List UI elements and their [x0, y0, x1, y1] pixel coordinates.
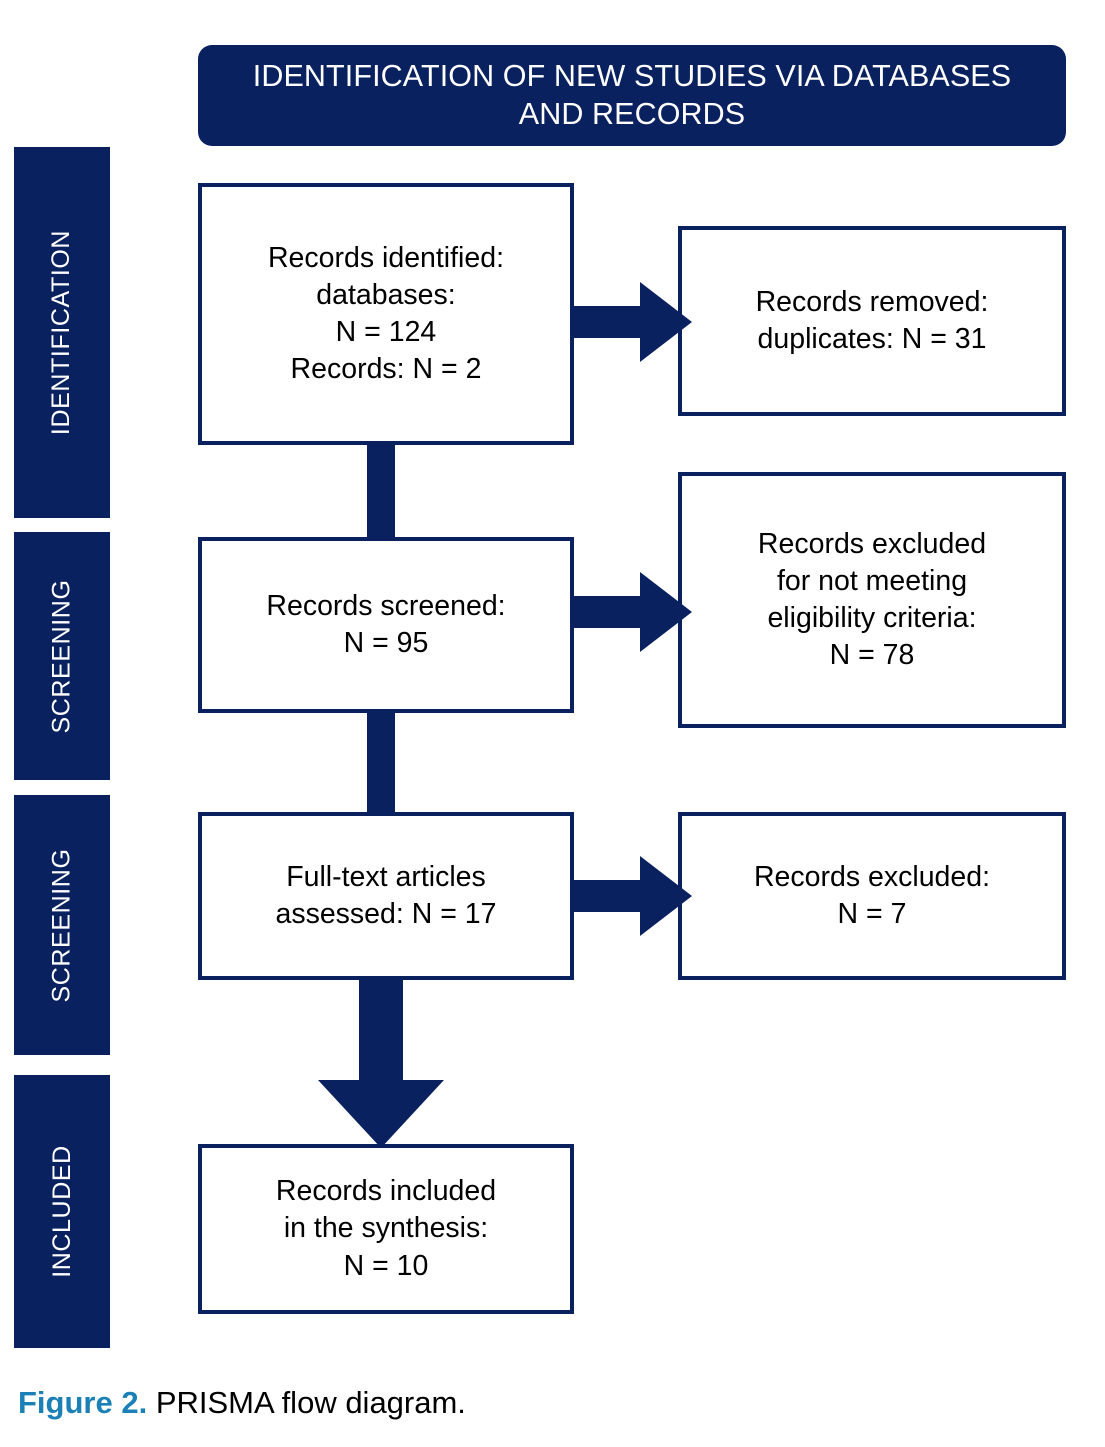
stage-label-identification: IDENTIFICATION: [47, 229, 76, 436]
stage-label-screening-1: SCREENING: [47, 578, 76, 734]
stage-label-screening-2: SCREENING: [47, 847, 76, 1003]
flow-box-records-excluded-eligibility-text: Records excluded for not meeting eligibi…: [757, 527, 987, 672]
flow-box-records-excluded: Records excluded: N = 7: [678, 812, 1066, 980]
arrow-down-to-included-icon: [318, 976, 444, 1148]
figure-caption: Figure 2. PRISMA flow diagram.: [18, 1384, 466, 1423]
diagram-header-banner: IDENTIFICATION OF NEW STUDIES VIA DATABA…: [198, 45, 1066, 146]
figure-caption-text: PRISMA flow diagram.: [147, 1385, 466, 1420]
flow-box-records-removed-duplicates-text: Records removed: duplicates: N = 31: [755, 285, 989, 355]
flow-box-records-included-text: Records included in the synthesis: N = 1…: [275, 1175, 497, 1282]
flow-box-fulltext-assessed-text: Full-text articles assessed: N = 17: [275, 860, 497, 930]
connector-identified-to-screened: [367, 441, 395, 541]
figure-caption-label: Figure 2.: [18, 1385, 148, 1420]
stage-bar-identification: IDENTIFICATION: [14, 147, 110, 518]
stage-bar-screening-1: SCREENING: [14, 532, 110, 780]
connector-screened-to-fulltext: [367, 709, 395, 816]
flow-box-records-identified: Records identified: databases: N = 124 R…: [198, 183, 574, 445]
flow-box-fulltext-assessed: Full-text articles assessed: N = 17: [198, 812, 574, 980]
stage-label-included: INCLUDED: [47, 1145, 76, 1278]
stage-bar-included: INCLUDED: [14, 1075, 110, 1348]
stage-bar-screening-2: SCREENING: [14, 795, 110, 1055]
flow-box-records-identified-text: Records identified: databases: N = 124 R…: [267, 241, 505, 386]
diagram-title: IDENTIFICATION OF NEW STUDIES VIA DATABA…: [252, 59, 1012, 131]
flow-box-records-excluded-text: Records excluded: N = 7: [753, 860, 991, 930]
flow-box-records-included: Records included in the synthesis: N = 1…: [198, 1144, 574, 1314]
flow-box-records-screened-text: Records screened: N = 95: [266, 589, 506, 659]
arrow-right-to-excluded-eligibility-icon: [570, 572, 692, 652]
flow-box-records-screened: Records screened: N = 95: [198, 537, 574, 713]
flow-box-records-removed-duplicates: Records removed: duplicates: N = 31: [678, 226, 1066, 416]
arrow-right-to-excluded-icon: [570, 856, 692, 936]
arrow-right-to-duplicates-icon: [570, 282, 692, 362]
flow-box-records-excluded-eligibility: Records excluded for not meeting eligibi…: [678, 472, 1066, 728]
